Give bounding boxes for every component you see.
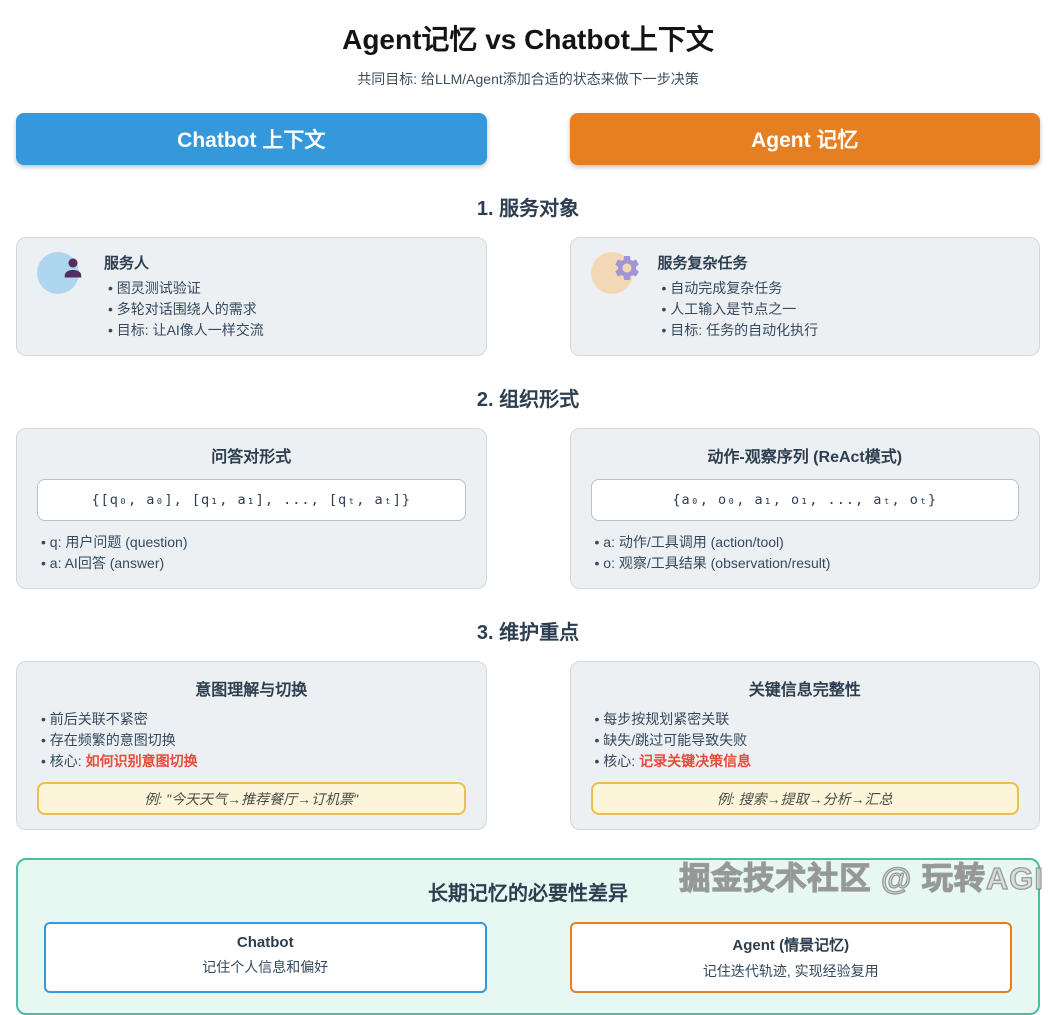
bullet: 图灵测试验证 [104, 278, 264, 299]
section-heading-organization: 2. 组织形式 [476, 389, 580, 411]
bullet: 目标: 让AI像人一样交流 [104, 320, 264, 341]
page-subtitle: 共同目标: 给LLM/Agent添加合适的状态来做下一步决策 [357, 71, 699, 87]
card-title: 关键信息完整性 [748, 682, 861, 699]
footer-panel-title: 长期记忆的必要性差异 [428, 883, 628, 905]
card-title: 动作-观察序列 (ReAct模式) [707, 449, 903, 466]
section-1-cards: 服务人 图灵测试验证 多轮对话围绕人的需求 目标: 让AI像人一样交流 服务复杂… [16, 237, 1040, 356]
bullet: 每步按规划紧密关联 [591, 709, 1020, 730]
footer-box-title: Chatbot [236, 934, 294, 951]
banner-chatbot-context: Chatbot 上下文 [16, 113, 487, 165]
gear-icon [590, 252, 645, 302]
react-sequence-code: {a₀, o₀, a₁, o₁, ..., aₜ, oₜ} [590, 479, 1019, 521]
bullet-core: 核心: 记录关键决策信息 [591, 751, 1020, 772]
core-highlight: 记录关键决策信息 [639, 753, 752, 769]
column-banners: Chatbot 上下文 Agent 记忆 [16, 113, 1040, 165]
footer-box-title: Agent (情景记忆) [732, 937, 850, 954]
bullet: 目标: 任务的自动化执行 [658, 320, 818, 341]
page-title: Agent记忆 vs Chatbot上下文 [342, 24, 714, 55]
card-serve-complex-task-content: 服务复杂任务 自动完成复杂任务 人工输入是节点之一 目标: 任务的自动化执行 [658, 252, 819, 341]
gear-icon-glyph [614, 256, 639, 280]
section-2-cards: 问答对形式 {[q₀, a₀], [q₁, a₁], ..., [qₜ, aₜ]… [16, 428, 1040, 589]
bullet: a: 动作/工具调用 (action/tool) [591, 532, 1020, 553]
footer-box-text: 记住个人信息和偏好 [202, 959, 329, 975]
card-action-observation: 动作-观察序列 (ReAct模式) {a₀, o₀, a₁, o₁, ..., … [569, 428, 1040, 589]
card-serve-complex-task: 服务复杂任务 自动完成复杂任务 人工输入是节点之一 目标: 任务的自动化执行 [569, 237, 1040, 356]
card-title: 意图理解与切换 [195, 682, 308, 699]
section-3-cards: 意图理解与切换 前后关联不紧密 存在频繁的意图切换 核心: 如何识别意图切换 例… [16, 661, 1040, 830]
footer-box-text: 记住迭代轨迹, 实现经验复用 [702, 963, 879, 979]
card-qa-pairs: 问答对形式 {[q₀, a₀], [q₁, a₁], ..., [qₜ, aₜ]… [16, 428, 487, 589]
bullet: q: 用户问题 (question) [37, 532, 466, 553]
card-intent-switching: 意图理解与切换 前后关联不紧密 存在频繁的意图切换 核心: 如何识别意图切换 例… [16, 661, 487, 830]
banner-agent-memory: Agent 记忆 [569, 113, 1040, 165]
card-serve-human-content: 服务人 图灵测试验证 多轮对话围绕人的需求 目标: 让AI像人一样交流 [104, 252, 264, 341]
footer-box-chatbot: Chatbot 记住个人信息和偏好 [44, 922, 487, 993]
bullet: 多轮对话围绕人的需求 [104, 299, 264, 320]
bullet-core: 核心: 如何识别意图切换 [37, 751, 466, 772]
bullets-block: 每步按规划紧密关联 缺失/跳过可能导致失败 核心: 记录关键决策信息 [591, 709, 1020, 772]
core-label: 核心: [49, 753, 82, 769]
card-key-info-completeness: 关键信息完整性 每步按规划紧密关联 缺失/跳过可能导致失败 核心: 记录关键决策… [569, 661, 1040, 830]
section-heading-service-target: 1. 服务对象 [476, 198, 580, 220]
footer-boxes: Chatbot 记住个人信息和偏好 Agent (情景记忆) 记住迭代轨迹, 实… [44, 922, 1012, 993]
footer-box-agent: Agent (情景记忆) 记住迭代轨迹, 实现经验复用 [569, 922, 1012, 993]
bullet: 人工输入是节点之一 [658, 299, 819, 320]
bullet: a: AI回答 (answer) [37, 553, 466, 574]
section-heading-maintenance-focus: 3. 维护重点 [476, 622, 580, 644]
bullet: 自动完成复杂任务 [658, 278, 819, 299]
card-serve-human: 服务人 图灵测试验证 多轮对话围绕人的需求 目标: 让AI像人一样交流 [16, 237, 487, 356]
core-label: 核心: [603, 753, 636, 769]
qa-sequence-code: {[q₀, a₀], [q₁, a₁], ..., [qₜ, aₜ]} [37, 479, 466, 521]
card-title: 服务复杂任务 [657, 255, 748, 272]
user-icon-glyph [64, 258, 82, 278]
user-icon [37, 252, 91, 302]
bullet: o: 观察/工具结果 (observation/result) [591, 553, 1020, 574]
example-box: 例: 搜索→提取→分析→汇总 [590, 782, 1019, 815]
long-term-memory-panel: 长期记忆的必要性差异 Chatbot 记住个人信息和偏好 Agent (情景记忆… [16, 858, 1040, 1015]
card-title: 服务人 [104, 255, 150, 272]
card-title: 问答对形式 [211, 449, 292, 466]
bullets-block: 前后关联不紧密 存在频繁的意图切换 核心: 如何识别意图切换 [37, 709, 466, 772]
core-highlight: 如何识别意图切换 [85, 753, 198, 769]
example-box: 例: "今天天气→推荐餐厅→订机票" [37, 782, 466, 815]
bullet: 前后关联不紧密 [37, 709, 466, 730]
bullet: 存在频繁的意图切换 [37, 730, 466, 751]
bullet: 缺失/跳过可能导致失败 [591, 730, 1020, 751]
